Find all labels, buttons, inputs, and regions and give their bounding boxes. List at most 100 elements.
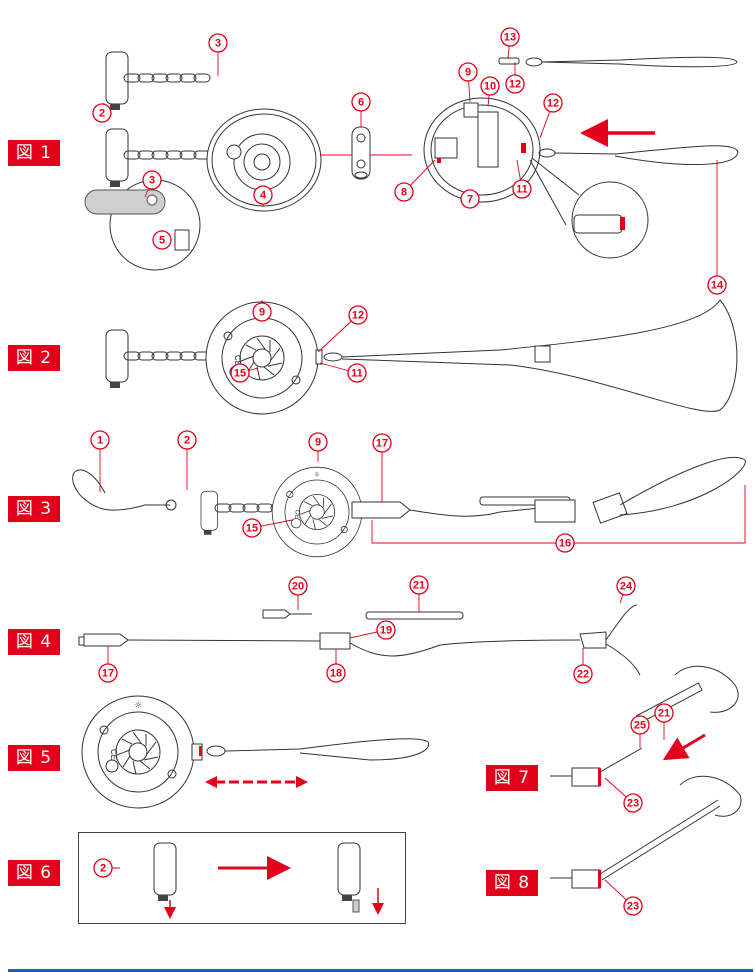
callout-fig1-3: 3	[142, 170, 162, 198]
callout-number: 17	[376, 438, 388, 450]
callout-circle	[308, 432, 328, 452]
callout-number: 12	[547, 98, 559, 110]
callout-circle	[555, 533, 575, 553]
shackle-mid	[76, 127, 130, 189]
callout-fig7-25: 25	[630, 715, 650, 748]
callout-fig1-3: 3	[208, 33, 228, 76]
figure-label-6: 図 6	[8, 860, 60, 886]
callout-number: 13	[504, 32, 516, 44]
callout-circle	[252, 302, 272, 322]
callout-circle	[351, 92, 371, 112]
callout-number: 4	[260, 190, 267, 202]
hand	[679, 775, 742, 817]
callout-number: 24	[620, 581, 633, 593]
callout-circle	[348, 305, 368, 325]
callout-circle	[623, 793, 643, 813]
callout-number: 21	[413, 580, 425, 592]
callout-fig1-4: 4	[253, 185, 273, 207]
callout-circle	[242, 518, 262, 538]
figure-5	[81, 695, 429, 809]
cable-seal	[579, 631, 607, 649]
callout-circle	[623, 896, 643, 916]
callout-number: 9	[259, 307, 265, 319]
shackle	[76, 328, 130, 390]
sensor-plug	[351, 501, 411, 519]
figure-8	[550, 775, 742, 889]
base-plate	[206, 108, 322, 212]
callout-fig1-10: 10	[480, 76, 500, 107]
callout-circle	[142, 170, 162, 190]
callout-fig2-15: 15	[230, 363, 259, 383]
figure-label-1: 図 1	[8, 140, 60, 166]
sensor-plug	[83, 633, 129, 647]
callout-number: 10	[484, 81, 496, 93]
callout-number: 15	[234, 368, 246, 380]
figure-6	[124, 841, 384, 919]
callout-number: 14	[711, 280, 724, 292]
callout-circle	[326, 663, 346, 683]
callout-number: 9	[465, 67, 471, 79]
callout-circle	[654, 703, 674, 723]
callout-circle	[230, 363, 250, 383]
callout-fig7-23: 23	[604, 777, 643, 813]
callout-number: 12	[509, 79, 521, 91]
callout-fig1-12: 12	[539, 93, 563, 139]
callout-circle	[573, 664, 593, 684]
callout-fig2-9: 9	[252, 300, 272, 322]
shackle-open	[308, 841, 362, 903]
footer-rule	[8, 969, 753, 972]
callout-fig8-23: 23	[604, 879, 643, 916]
callout-circle	[460, 189, 480, 209]
strap-slider	[534, 345, 551, 363]
callout-fig1-11: 11	[512, 159, 532, 199]
seal-lock	[592, 492, 628, 524]
chain-mid	[123, 150, 211, 160]
hand	[674, 665, 739, 713]
callout-fig2-11: 11	[319, 362, 367, 383]
callout-number: 1	[97, 435, 103, 447]
callout-fig6-2: 2	[93, 858, 120, 878]
zoom-detail-chain	[84, 179, 201, 271]
strap-detached	[498, 56, 738, 68]
push-arrow	[662, 733, 706, 761]
alarm-unit	[81, 695, 195, 809]
callout-circle	[458, 62, 478, 82]
callout-number: 21	[658, 708, 670, 720]
callout-circle	[152, 230, 172, 250]
callout-fig1-12: 12	[505, 62, 525, 94]
callout-number: 8	[401, 187, 407, 199]
callout-circle	[372, 433, 392, 453]
callout-fig7-21: 21	[654, 703, 674, 740]
chain	[123, 351, 211, 361]
callout-fig1-7: 7	[460, 189, 480, 209]
callout-fig4-18: 18	[326, 649, 346, 683]
callout-number: 17	[102, 668, 114, 680]
callout-circle	[394, 182, 414, 202]
callout-fig1-13: 13	[500, 27, 520, 60]
wire-loop	[72, 469, 170, 511]
callout-circle	[500, 27, 520, 47]
figure-2	[76, 299, 738, 415]
strap-attached	[538, 145, 739, 165]
callout-fig4-19: 19	[349, 620, 396, 640]
callout-fig4-24: 24	[616, 576, 636, 604]
callout-fig4-22: 22	[573, 648, 593, 684]
callout-number: 19	[380, 625, 392, 637]
callout-fig1-9: 9	[458, 62, 478, 103]
callout-circle	[543, 93, 563, 113]
callout-number: 18	[330, 668, 342, 680]
figure-7	[550, 665, 739, 787]
figure-label-2: 図 2	[8, 345, 60, 371]
callout-number: 22	[577, 669, 589, 681]
callout-number: 11	[516, 184, 528, 196]
shackle-top	[76, 50, 130, 112]
chain-top	[123, 73, 211, 83]
callout-number: 6	[358, 97, 364, 109]
alarm-unit	[271, 466, 363, 558]
figure-4	[78, 604, 641, 676]
callout-fig3-1: 1	[90, 430, 110, 492]
callout-fig4-21: 21	[409, 575, 429, 612]
callout-fig2-12: 12	[317, 305, 368, 353]
figure-label-3: 図 3	[8, 496, 60, 522]
